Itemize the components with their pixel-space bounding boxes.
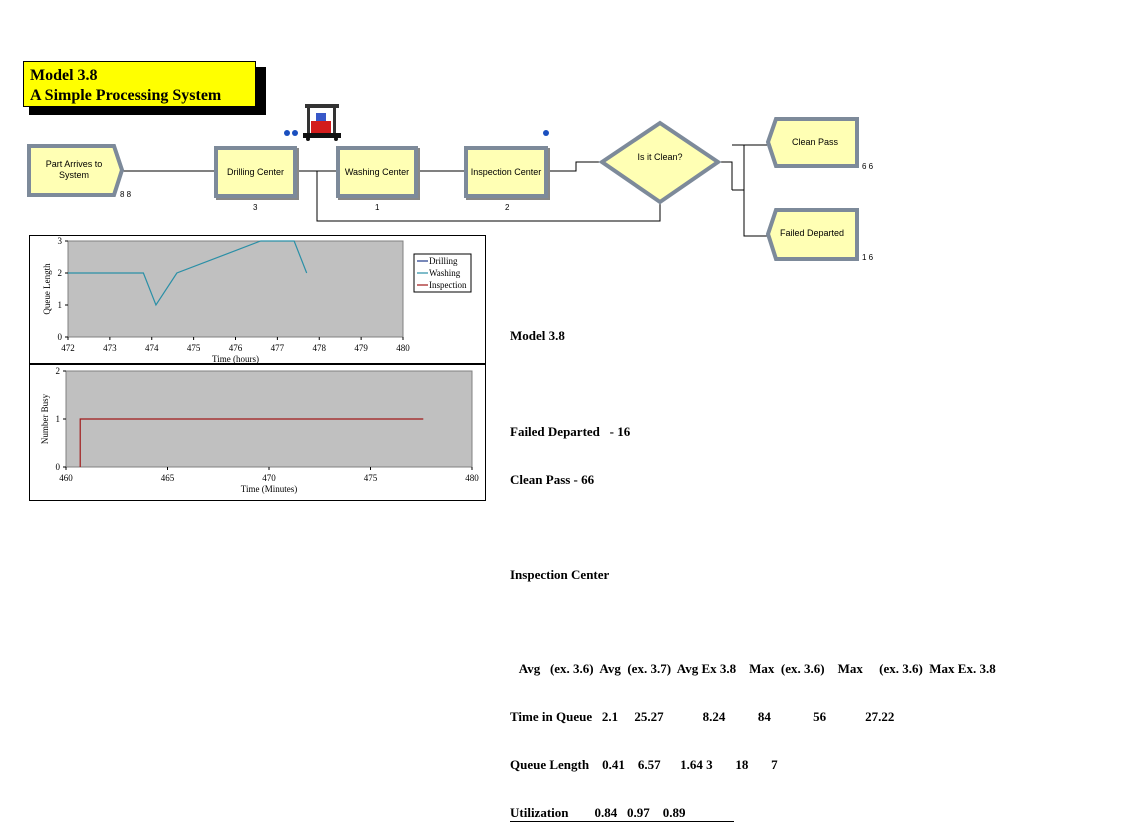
queue-chart-plot-area xyxy=(67,240,404,338)
stats-column-header: Avg (ex. 3.6) Avg (ex. 3.7) Avg Ex 3.8 M… xyxy=(500,661,996,676)
part-arrives-count: 8 8 xyxy=(120,190,132,199)
x-tick-label: 472 xyxy=(61,343,75,353)
flow-connectors xyxy=(27,104,859,261)
y-tick-label: 0 xyxy=(58,332,63,342)
series-line xyxy=(68,240,308,307)
failed-departed-label: Failed Departed xyxy=(779,228,845,238)
y-tick-label: 2 xyxy=(56,366,61,376)
model-title-line2: A Simple Processing System xyxy=(30,87,222,104)
drilling-center-label: Drilling Center xyxy=(226,166,285,177)
stats-row-time-in-queue: Time in Queue 2.1 25.27 8.24 84 56 27.22 xyxy=(510,709,895,724)
stats-inspection-heading: Inspection Center xyxy=(510,567,610,582)
x-tick-label: 465 xyxy=(161,473,175,483)
model-title-line1: Model 3.8 xyxy=(30,67,98,84)
resource-forklift-icon xyxy=(303,104,341,141)
clean-pass-shape[interactable] xyxy=(765,117,859,168)
x-tick-label: 477 xyxy=(271,343,285,353)
stats-clean-pass: Clean Pass - 66 xyxy=(510,472,595,487)
legend-label: Drilling xyxy=(429,256,458,266)
y-tick-label: 3 xyxy=(58,236,63,246)
clean-pass-count: 6 6 xyxy=(862,162,874,171)
stats-row-utilization: Utilization 0.84 0.97 0.89 xyxy=(510,805,734,822)
y-tick-label: 1 xyxy=(56,414,61,424)
legend-label: Inspection xyxy=(429,280,467,290)
model-title-box: Model 3.8 A Simple Processing System xyxy=(23,61,256,107)
washing-center-count: 1 xyxy=(375,203,380,212)
failed-departed-count: 1 6 xyxy=(862,253,874,262)
failed-departed-shape[interactable] xyxy=(765,208,859,261)
x-tick-label: 474 xyxy=(145,343,159,353)
x-tick-label: 480 xyxy=(396,343,410,353)
decision-label: Is it Clean? xyxy=(637,152,683,162)
inspection-queue-dot xyxy=(543,130,549,136)
decision-diamond[interactable] xyxy=(598,120,722,205)
x-tick-label: 476 xyxy=(229,343,243,353)
drilling-queue-dot xyxy=(284,130,290,136)
part-arrives-label: Part Arrives to System xyxy=(45,159,103,180)
y-tick-label: 0 xyxy=(56,462,61,472)
clean-pass-label: Clean Pass xyxy=(791,137,839,147)
washing-center-label: Washing Center xyxy=(344,166,410,177)
x-tick-label: 479 xyxy=(354,343,368,353)
part-arrives-shape[interactable] xyxy=(27,144,125,197)
inspection-center-label: Inspection Center xyxy=(470,166,542,177)
drilling-center-module[interactable]: Drilling Center xyxy=(214,146,297,198)
washing-center-module[interactable]: Washing Center xyxy=(336,146,418,198)
x-axis-label: Time (hours) xyxy=(212,354,259,364)
y-tick-label: 1 xyxy=(58,300,63,310)
y-tick-label: 2 xyxy=(58,268,63,278)
inspection-center-module[interactable]: Inspection Center xyxy=(464,146,548,198)
stats-row-queue-length: Queue Length 0.41 6.57 1.64 3 18 7 xyxy=(510,757,778,772)
x-tick-label: 475 xyxy=(364,473,378,483)
stats-failed-departed: Failed Departed - 16 xyxy=(510,424,631,439)
y-axis-label: Number Busy xyxy=(40,393,50,444)
stats-heading: Model 3.8 xyxy=(510,328,565,343)
x-axis-label: Time (Minutes) xyxy=(241,484,297,494)
y-axis-label: Queue Length xyxy=(42,263,52,315)
inspection-center-count: 2 xyxy=(505,203,510,212)
series-line xyxy=(79,418,424,467)
x-tick-label: 460 xyxy=(59,473,73,483)
x-tick-label: 470 xyxy=(262,473,276,483)
drilling-center-count: 3 xyxy=(253,203,258,212)
drilling-queue-dot xyxy=(292,130,298,136)
legend-label: Washing xyxy=(429,268,461,278)
x-tick-label: 475 xyxy=(187,343,201,353)
stats-block: Model 3.8 Failed Departed - 16 Clean Pas… xyxy=(510,296,996,838)
x-tick-label: 478 xyxy=(313,343,327,353)
x-tick-label: 480 xyxy=(465,473,479,483)
x-tick-label: 473 xyxy=(103,343,117,353)
